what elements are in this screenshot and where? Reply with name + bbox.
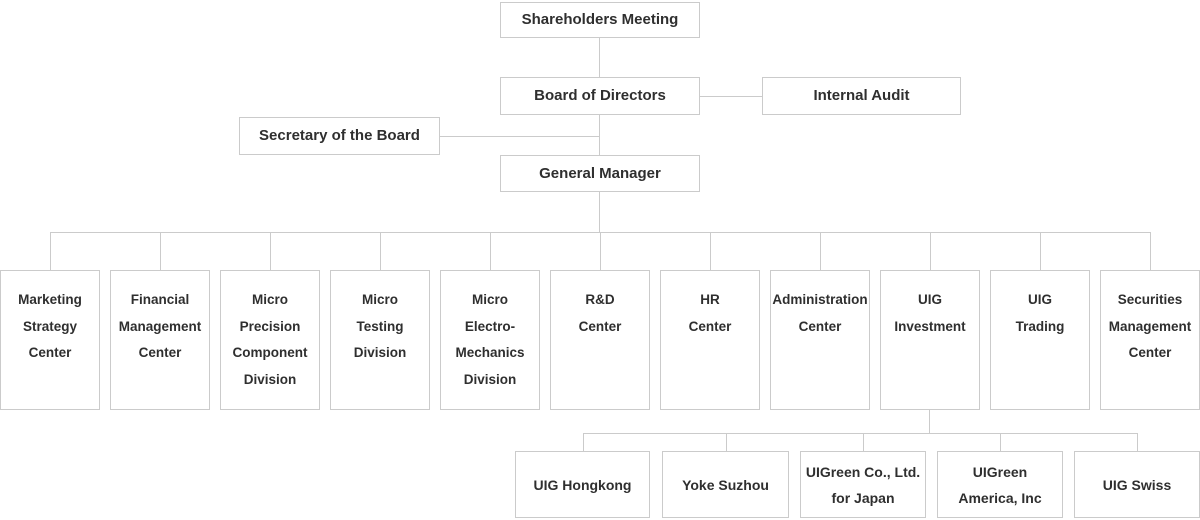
- connector-stub-dept-9: [930, 232, 931, 270]
- connector-uig-investment-trunk: [929, 410, 930, 433]
- node-internal-audit: Internal Audit: [762, 77, 961, 115]
- connector-stub-sub-5: [1137, 433, 1138, 451]
- node-financial-management-center: Financial Management Center: [110, 270, 210, 410]
- node-uigreen-america: UIGreen America, Inc: [937, 451, 1063, 518]
- node-shareholders-meeting: Shareholders Meeting: [500, 2, 700, 38]
- connector-board-internal-audit: [700, 96, 762, 97]
- node-board-of-directors: Board of Directors: [500, 77, 700, 115]
- connector-stub-dept-3: [270, 232, 271, 270]
- connector-subsidiaries-rail: [583, 433, 1137, 434]
- node-micro-testing-division: Micro Testing Division: [330, 270, 430, 410]
- connector-secretary-trunk: [440, 136, 600, 137]
- node-administration-center: Administration Center: [770, 270, 870, 410]
- node-securities-management-center: Securities Management Center: [1100, 270, 1200, 410]
- node-secretary-of-the-board: Secretary of the Board: [239, 117, 440, 155]
- connector-stub-dept-10: [1040, 232, 1041, 270]
- node-marketing-strategy-center: Marketing Strategy Center: [0, 270, 100, 410]
- node-uig-swiss: UIG Swiss: [1074, 451, 1200, 518]
- connector-general-manager-trunk: [599, 192, 600, 232]
- connector-shareholders-board: [599, 38, 600, 77]
- node-yoke-suzhou: Yoke Suzhou: [662, 451, 789, 518]
- connector-stub-dept-5: [490, 232, 491, 270]
- connector-stub-dept-2: [160, 232, 161, 270]
- connector-stub-dept-7: [710, 232, 711, 270]
- node-uigreen-japan: UIGreen Co., Ltd. for Japan: [800, 451, 926, 518]
- connector-stub-dept-6: [600, 232, 601, 270]
- connector-stub-dept-4: [380, 232, 381, 270]
- node-uig-hongkong: UIG Hongkong: [515, 451, 650, 518]
- connector-stub-sub-3: [863, 433, 864, 451]
- node-general-manager: General Manager: [500, 155, 700, 192]
- connector-stub-sub-2: [726, 433, 727, 451]
- node-micro-precision-component-division: Micro Precision Component Division: [220, 270, 320, 410]
- node-micro-electro-mechanics-division: Micro Electro- Mechanics Division: [440, 270, 540, 410]
- node-rd-center: R&D Center: [550, 270, 650, 410]
- node-hr-center: HR Center: [660, 270, 760, 410]
- connector-stub-dept-11: [1150, 232, 1151, 270]
- connector-stub-sub-4: [1000, 433, 1001, 451]
- node-uig-investment: UIG Investment: [880, 270, 980, 410]
- node-uig-trading: UIG Trading: [990, 270, 1090, 410]
- connector-stub-dept-8: [820, 232, 821, 270]
- connector-stub-sub-1: [583, 433, 584, 451]
- connector-board-general-manager: [599, 115, 600, 155]
- connector-stub-dept-1: [50, 232, 51, 270]
